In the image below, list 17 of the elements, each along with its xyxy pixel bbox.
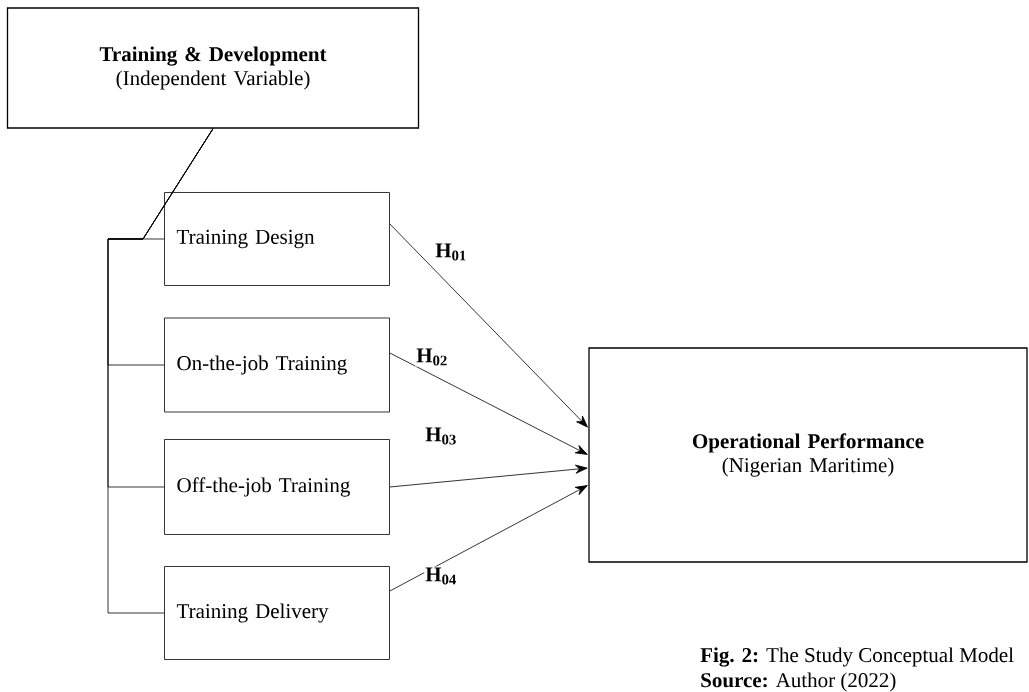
edge-label: H$_{04}$ bbox=[425, 567, 456, 585]
arrow bbox=[389, 352, 588, 455]
dimension-box: Off-the-job Training bbox=[164, 439, 390, 535]
arrow bbox=[389, 464, 588, 488]
caption-text: Fig. 2: The Study Conceptual Model bbox=[700, 647, 1014, 667]
arrow bbox=[389, 223, 588, 428]
variable-box: Operational Performance (Nigerian Maritime) bbox=[588, 347, 1028, 563]
arrow bbox=[389, 485, 588, 592]
caption-text: Source: Author (2022) bbox=[701, 672, 896, 692]
variable-box: Training & Development (Independent Variable) bbox=[6, 7, 420, 129]
dimension-box: Training Design bbox=[164, 192, 390, 286]
dimension-box: On-the-job Training bbox=[164, 317, 390, 413]
edge-label: H$_{03}$ bbox=[425, 427, 456, 445]
edge-label: H$_{01}$ bbox=[435, 243, 466, 261]
connector-line bbox=[107, 128, 214, 614]
edge-label: H$_{02}$ bbox=[416, 348, 447, 366]
dimension-box: Training Delivery bbox=[164, 566, 390, 660]
